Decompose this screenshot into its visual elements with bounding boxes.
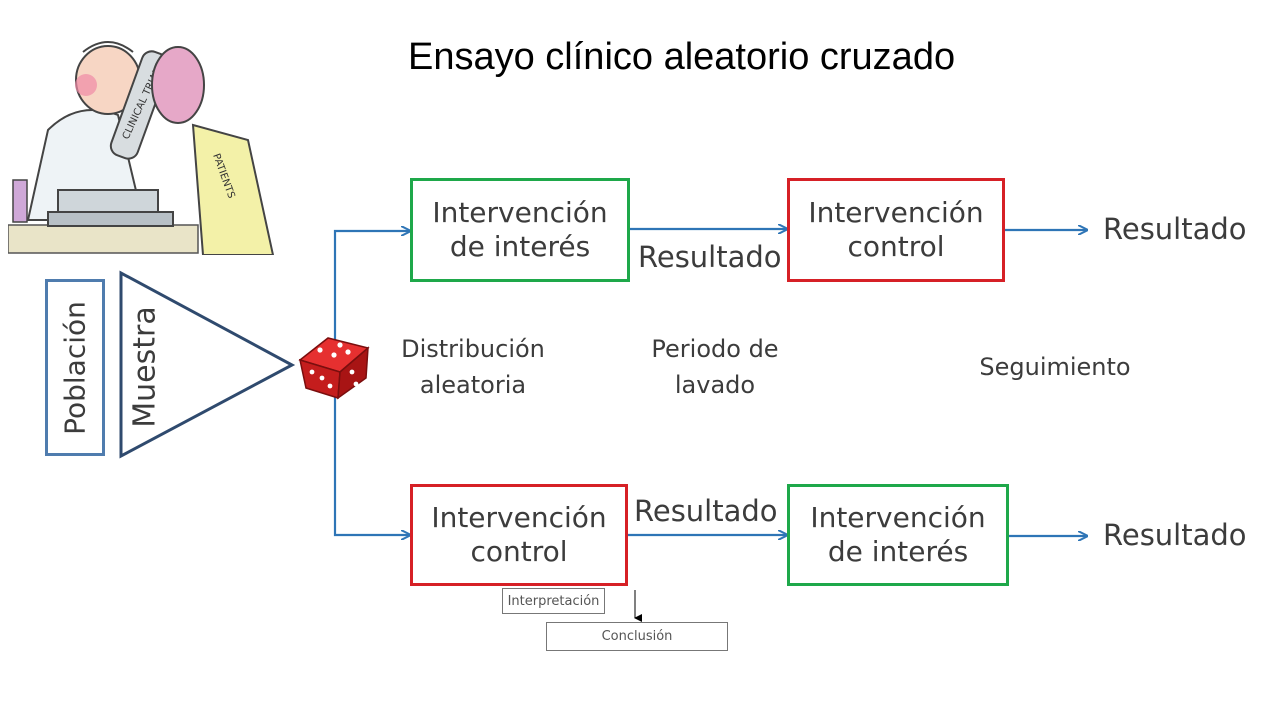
- lavado-line1: Periodo de: [651, 335, 779, 363]
- top-first-intervention-box: Intervención de interés: [410, 178, 630, 282]
- distribucion-label: Distribución aleatoria: [387, 331, 559, 403]
- bottom-first-intervention-box: Intervención control: [410, 484, 628, 586]
- distribucion-line1: Distribución: [401, 335, 545, 363]
- muestra-label: Muestra: [127, 306, 163, 428]
- branch-top-arrow: [333, 231, 410, 345]
- bottom-first-line1: Intervención: [431, 500, 607, 534]
- bottom-first-line2: control: [470, 535, 568, 568]
- muestra-triangle: [119, 270, 296, 459]
- bottom-mid-result-label: Resultado: [634, 494, 778, 528]
- bottom-final-result-label: Resultado: [1103, 518, 1247, 552]
- dice-icon: [298, 337, 370, 400]
- distribucion-line2: aleatoria: [419, 371, 527, 399]
- top-second-line1: Intervención: [808, 195, 984, 229]
- clinical-trials-cartoon: CLINICAL TRIALS PATIENTS: [8, 30, 278, 255]
- top-first-line2: de interés: [449, 230, 591, 263]
- bottom-second-line2: de interés: [827, 535, 969, 568]
- top-mid-result-label: Resultado: [638, 240, 782, 274]
- seguimiento-label: Seguimiento: [979, 353, 1131, 381]
- top-first-line1: Intervención: [432, 195, 608, 229]
- top-second-intervention-box: Intervención control: [787, 178, 1005, 282]
- bottom-second-intervention-box: Intervención de interés: [787, 484, 1009, 586]
- lavado-line2: lavado: [674, 371, 756, 399]
- conclusion-box: Conclusión: [546, 622, 728, 651]
- interpretacion-box: Interpretación: [502, 588, 605, 614]
- bottom-second-line1: Intervención: [810, 500, 986, 534]
- top-second-line2: control: [847, 230, 945, 263]
- diagram-title: Ensayo clínico aleatorio cruzado: [408, 36, 956, 78]
- poblacion-label: Población: [58, 300, 92, 435]
- top-final-result-label: Resultado: [1103, 212, 1247, 246]
- poblacion-box: Población: [45, 279, 105, 456]
- lavado-label: Periodo de lavado: [634, 331, 796, 403]
- branch-bottom-arrow: [333, 395, 410, 535]
